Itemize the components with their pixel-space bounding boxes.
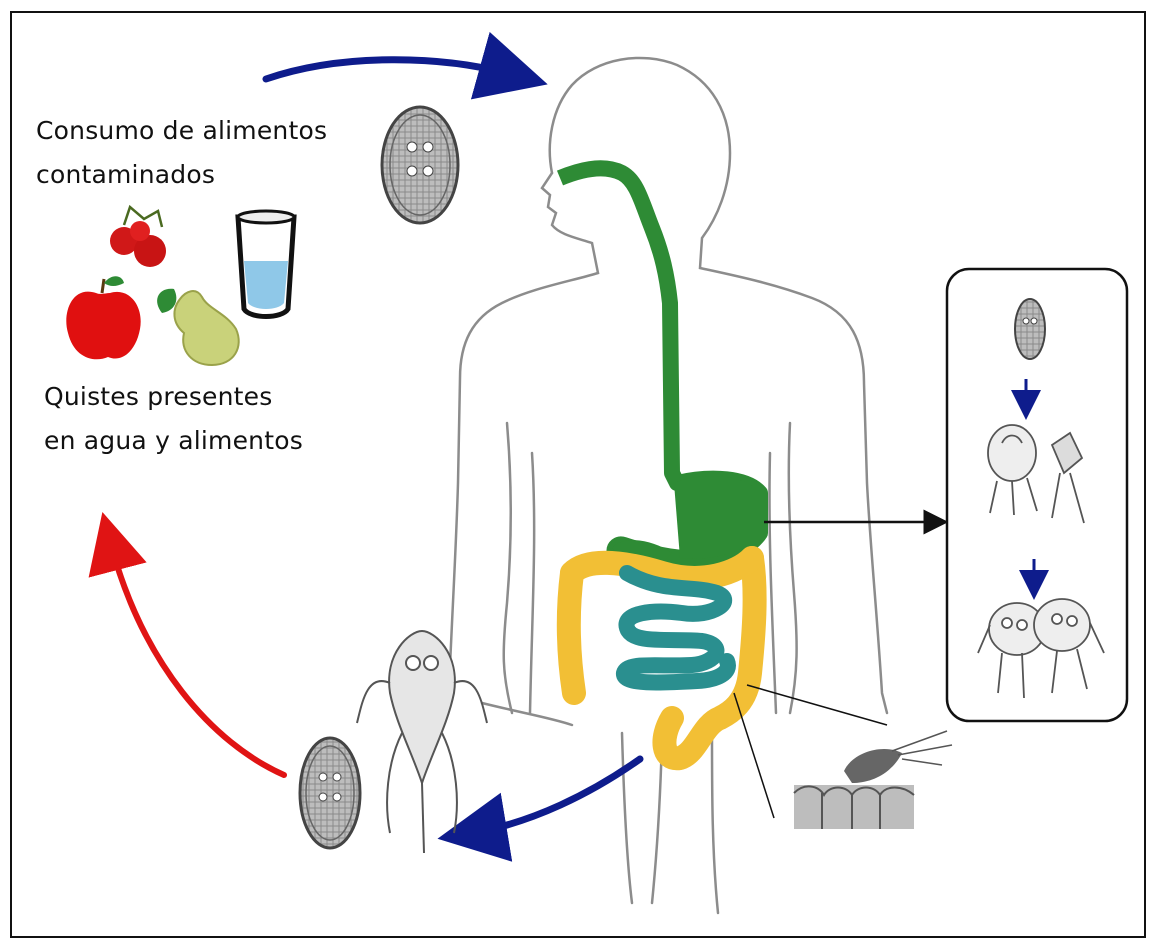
apple-icon	[66, 276, 140, 359]
consumption-label-line1: Consumo de alimentos	[36, 109, 327, 153]
pear-icon	[157, 289, 239, 365]
excretion-arrow	[472, 759, 640, 833]
life-cycle-diagram: Consumo de alimentos contaminados Quiste…	[10, 11, 1146, 938]
consumption-label: Consumo de alimentos contaminados	[36, 109, 327, 197]
cysts-label-line2: en agua y alimentos	[44, 419, 303, 463]
water-glass-icon	[238, 211, 294, 317]
trophozoite-icon	[357, 631, 487, 853]
human-body-outline	[448, 58, 887, 913]
attached-trophozoite-icon	[794, 731, 952, 829]
environment-return-arrow	[110, 541, 284, 775]
cysts-label: Quistes presentes en agua y alimentos	[44, 375, 303, 463]
small-intestine	[624, 573, 728, 683]
ingestion-arrow	[266, 60, 514, 79]
cyst-icon	[382, 107, 458, 223]
esophagus-stomach	[560, 168, 760, 573]
excreted-cyst-icon	[300, 738, 360, 848]
stage-panel	[947, 269, 1127, 721]
stage-cyst-icon	[1015, 299, 1045, 359]
consumption-label-line2: contaminados	[36, 153, 327, 197]
cysts-label-line1: Quistes presentes	[44, 375, 303, 419]
raspberries-icon	[110, 207, 166, 267]
